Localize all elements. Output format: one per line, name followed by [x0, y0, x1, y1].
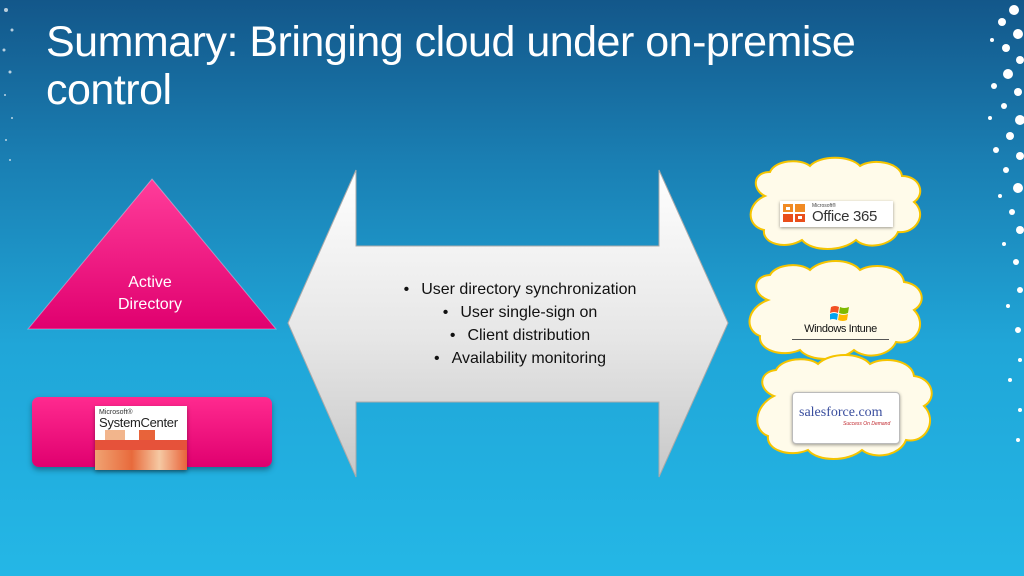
capabilities-list: User directory synchronization User sing… [350, 278, 690, 370]
active-directory-label-line-2: Directory [117, 296, 182, 313]
system-center-name: SystemCenter [99, 415, 178, 430]
active-directory-triangle [26, 178, 278, 330]
system-center-logo: Microsoft® SystemCenter [95, 406, 187, 470]
salesforce-tagline: Success On Demand [843, 421, 891, 427]
windows-intune-logo: Windows Intune [792, 303, 889, 341]
slide-title-line-1: Summary: Bringing cloud under on-premise [46, 18, 856, 66]
decorative-dot-pattern [988, 5, 1024, 442]
list-item: Client distribution [350, 324, 690, 347]
active-directory-label: Active Directory [100, 272, 200, 316]
office-logo-icon [783, 204, 805, 222]
list-item: User single-sign on [350, 301, 690, 324]
office365-name: Office 365 [812, 208, 878, 225]
system-center-ms-label: Microsoft® [99, 409, 133, 416]
windows-flag-icon [830, 306, 849, 321]
office365-logo: Microsoft® Office 365 [780, 201, 893, 227]
list-item: User directory synchronization [350, 278, 690, 301]
windows-intune-name: Windows Intune [804, 323, 877, 335]
slide-title-line-2: control [46, 66, 172, 114]
slide-title: Summary: Bringing cloud under on-premise… [46, 18, 946, 114]
salesforce-logo: salesforce.com Success On Demand [792, 392, 900, 444]
decorative-dot-pattern-left [2, 8, 14, 161]
list-item: Availability monitoring [350, 347, 690, 370]
active-directory-label-line-1: Active [128, 274, 172, 291]
office365-ms-label: Microsoft® [812, 203, 836, 209]
salesforce-name: salesforce.com [799, 405, 883, 420]
